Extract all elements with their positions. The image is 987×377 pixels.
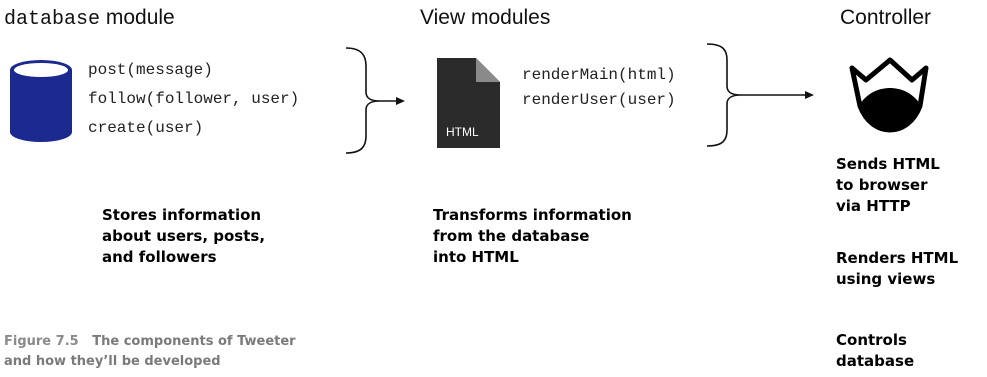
figure-caption-text-line2: and how they’ll be developed	[4, 354, 221, 369]
database-method-post: post(message)	[88, 61, 213, 79]
controller-responsibility-line: using views	[836, 270, 936, 288]
crown-icon	[849, 57, 929, 133]
database-methods: post(message) follow(follower, user) cre…	[88, 58, 299, 141]
controller-responsibility-renders: Renders HTML using views	[836, 248, 958, 290]
view-description-line: Transforms information	[433, 206, 632, 224]
controller-responsibility-line: via HTTP	[836, 197, 911, 215]
database-description-line: about users, posts,	[102, 227, 266, 245]
controller-responsibility-line: Sends HTML	[836, 155, 940, 173]
controller-responsibility-line: Renders HTML	[836, 249, 959, 267]
figure-caption-text-line1: The components of Tweeter	[92, 334, 296, 349]
database-cylinder-icon	[10, 60, 72, 142]
controller-responsibility-line: database	[836, 352, 915, 370]
database-method-follow: follow(follower, user)	[88, 90, 300, 108]
view-method-render-user: renderUser(user)	[522, 91, 676, 109]
database-module-header: database module	[4, 6, 175, 31]
view-methods: renderMain(html) renderUser(user)	[522, 63, 676, 113]
database-method-create: create(user)	[88, 119, 204, 137]
database-to-view-arrow	[380, 97, 405, 105]
view-brace	[706, 43, 742, 147]
database-module-text-label: module	[100, 6, 175, 29]
database-brace	[345, 47, 381, 154]
figure-number: Figure 7.5	[4, 334, 79, 349]
controller-header: Controller	[840, 6, 932, 29]
view-description: Transforms information from the database…	[433, 205, 632, 268]
controller-responsibility-line: to browser	[836, 176, 928, 194]
view-modules-header: View modules	[420, 6, 551, 29]
database-description-line: Stores information	[102, 206, 262, 224]
view-method-render-main: renderMain(html)	[522, 66, 676, 84]
database-module-code-label: database	[4, 8, 101, 31]
view-to-controller-arrow	[741, 91, 814, 99]
html-file-icon: HTML	[437, 58, 500, 148]
view-description-line: into HTML	[433, 248, 519, 266]
view-description-line: from the database	[433, 227, 590, 245]
controller-responsibility-line: Controls	[836, 331, 907, 349]
database-description-line: and followers	[102, 248, 217, 266]
database-description: Stores information about users, posts, a…	[102, 205, 265, 268]
html-file-label: HTML	[446, 125, 479, 139]
controller-responsibility-sends: Sends HTML to browser via HTTP	[836, 154, 940, 217]
figure-caption: Figure 7.5 The components of Tweeter and…	[4, 332, 296, 372]
controller-responsibility-controls: Controls database	[836, 330, 914, 372]
